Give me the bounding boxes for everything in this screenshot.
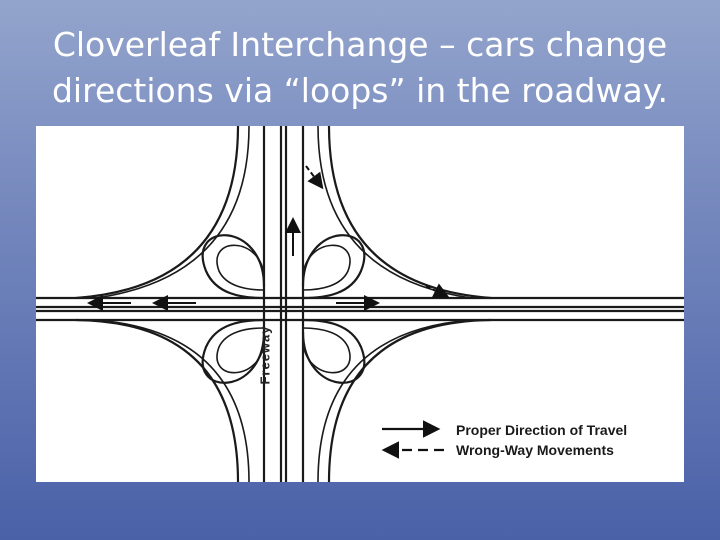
loop-ne-inner — [302, 244, 351, 291]
ramp-outer-ne — [327, 126, 492, 300]
legend-wrong-way-label: Wrong-Way Movements — [456, 442, 614, 458]
ramp-outer-sw — [75, 318, 240, 482]
loop-nw-inner — [216, 244, 265, 291]
ramp-inner-se — [317, 319, 472, 482]
interchange-drawing — [36, 126, 684, 482]
freeway-label: Freeway — [257, 325, 273, 385]
loop-nw — [201, 234, 266, 300]
loop-ne — [301, 234, 366, 300]
ramp-outer-se — [327, 318, 492, 482]
title-line-1: Cloverleaf Interchange – cars change — [52, 25, 668, 64]
cloverleaf-diagram: Freeway Proper Direction of Travel Wrong… — [36, 126, 684, 482]
arrow-ramp-ne — [305, 165, 324, 190]
title-line-2: directions via “loops” in the roadway. — [51, 71, 669, 110]
ramp-inner-sw — [95, 319, 250, 482]
loop-sw-inner — [216, 327, 265, 374]
loop-se-inner — [302, 327, 351, 374]
legend-proper-label: Proper Direction of Travel — [456, 422, 628, 438]
slide-title: Cloverleaf Interchange – cars change dir… — [0, 22, 720, 114]
ramp-inner-nw — [95, 126, 250, 299]
loop-se — [301, 318, 366, 384]
ramp-outer-nw — [75, 126, 240, 300]
ramp-inner-ne — [317, 126, 472, 299]
loop-sw — [201, 318, 266, 384]
arrow-ramp-east — [425, 283, 450, 298]
